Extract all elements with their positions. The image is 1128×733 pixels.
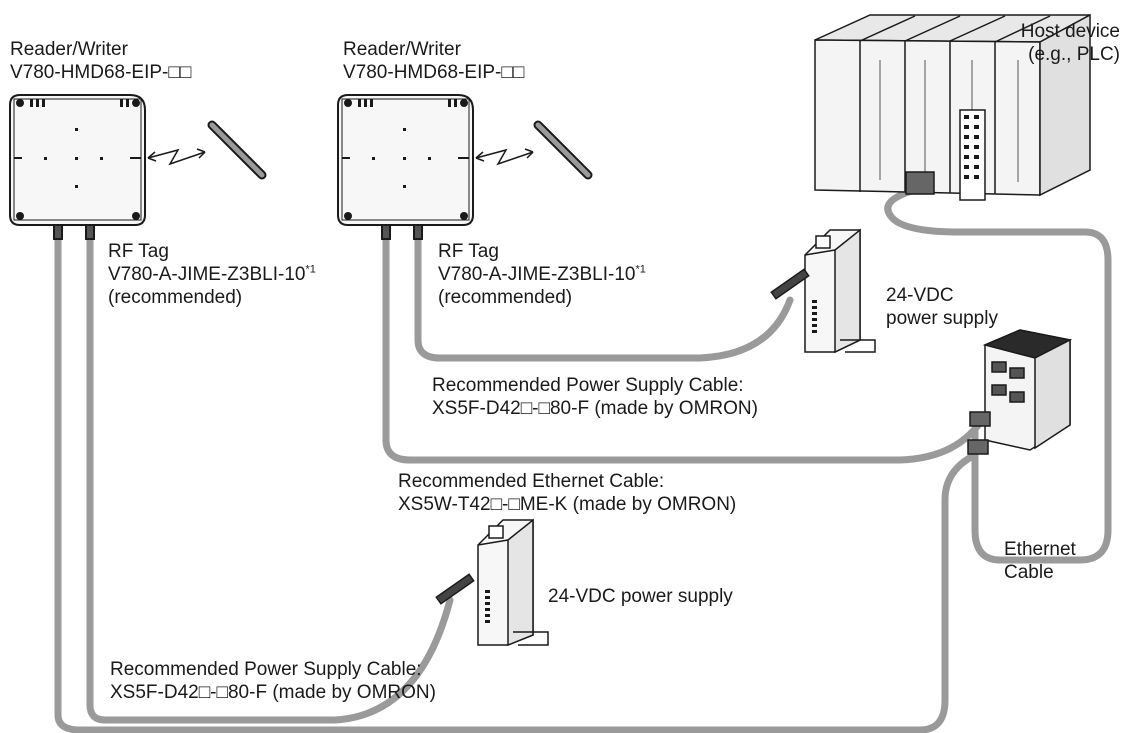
reader-writer-middle [338,95,473,239]
ethernet-cable-recommended-line2: XS5W-T42□-□ME-K (made by OMRON) [398,493,736,516]
power-cable-lower-line1: Recommended Power Supply Cable: [110,658,436,681]
power-cable-lower-label: Recommended Power Supply Cable: XS5F-D42… [110,658,436,704]
psu-upper-label: 24-VDC power supply [886,284,998,330]
reader-writer-left [10,95,145,239]
host-device-line1: Host device [1021,20,1120,43]
power-cable-lower-line2: XS5F-D42□-□80-F (made by OMRON) [110,681,436,704]
host-device-label: Host device (e.g., PLC) [1021,20,1120,66]
ethernet-cable-label: Ethernet Cable [1004,538,1076,584]
reader-left-title: Reader/Writer [10,38,191,61]
ethernet-cable-recommended-label: Recommended Ethernet Cable: XS5W-T42□-□M… [398,470,736,516]
host-device-line2: (e.g., PLC) [1021,43,1120,66]
psu-lower-label: 24-VDC power supply [548,585,733,608]
power-cable-upper-line2: XS5F-D42□-□80-F (made by OMRON) [432,397,758,420]
reader-left-model: V780-HMD68-EIP-□□ [10,61,191,84]
rf-tag-middle-label: RF Tag V780-A-JIME-Z3BLI-10*1 (recommend… [438,240,646,309]
ethernet-cable-line1: Ethernet [1004,538,1076,561]
rf-tag-middle-line3: (recommended) [438,286,646,309]
rf-tag-left-line1: RF Tag [108,240,316,263]
rf-tag-left-footnote: *1 [305,264,315,276]
power-cable-upper-line1: Recommended Power Supply Cable: [432,374,758,397]
reader-middle-label: Reader/Writer V780-HMD68-EIP-□□ [343,38,524,84]
rf-tag-left-graphic [148,125,262,175]
rf-tag-left-model-line: V780-A-JIME-Z3BLI-10*1 [108,263,316,286]
reader-middle-title: Reader/Writer [343,38,524,61]
rf-tag-middle-footnote: *1 [635,264,645,276]
ethernet-cable-recommended-line1: Recommended Ethernet Cable: [398,470,736,493]
power-cable-upper-label: Recommended Power Supply Cable: XS5F-D42… [432,374,758,420]
rf-tag-left-label: RF Tag V780-A-JIME-Z3BLI-10*1 (recommend… [108,240,316,309]
psu-lower-graphic [436,520,548,645]
rf-tag-middle-model: V780-A-JIME-Z3BLI-10 [438,264,635,285]
rf-tag-left-line3: (recommended) [108,286,316,309]
rf-tag-middle-model-line: V780-A-JIME-Z3BLI-10*1 [438,263,646,286]
reader-middle-model: V780-HMD68-EIP-□□ [343,61,524,84]
rf-tag-middle-graphic [476,125,588,175]
psu-upper-graphic [771,230,875,352]
rf-tag-left-model: V780-A-JIME-Z3BLI-10 [108,264,305,285]
ethernet-switch [968,330,1070,454]
rf-tag-middle-line1: RF Tag [438,240,646,263]
ethernet-cable-line2: Cable [1004,561,1076,584]
reader-left-label: Reader/Writer V780-HMD68-EIP-□□ [10,38,191,84]
psu-upper-line1: 24-VDC [886,284,998,307]
psu-upper-line2: power supply [886,307,998,330]
psu-lower-line1: 24-VDC power supply [548,585,733,608]
